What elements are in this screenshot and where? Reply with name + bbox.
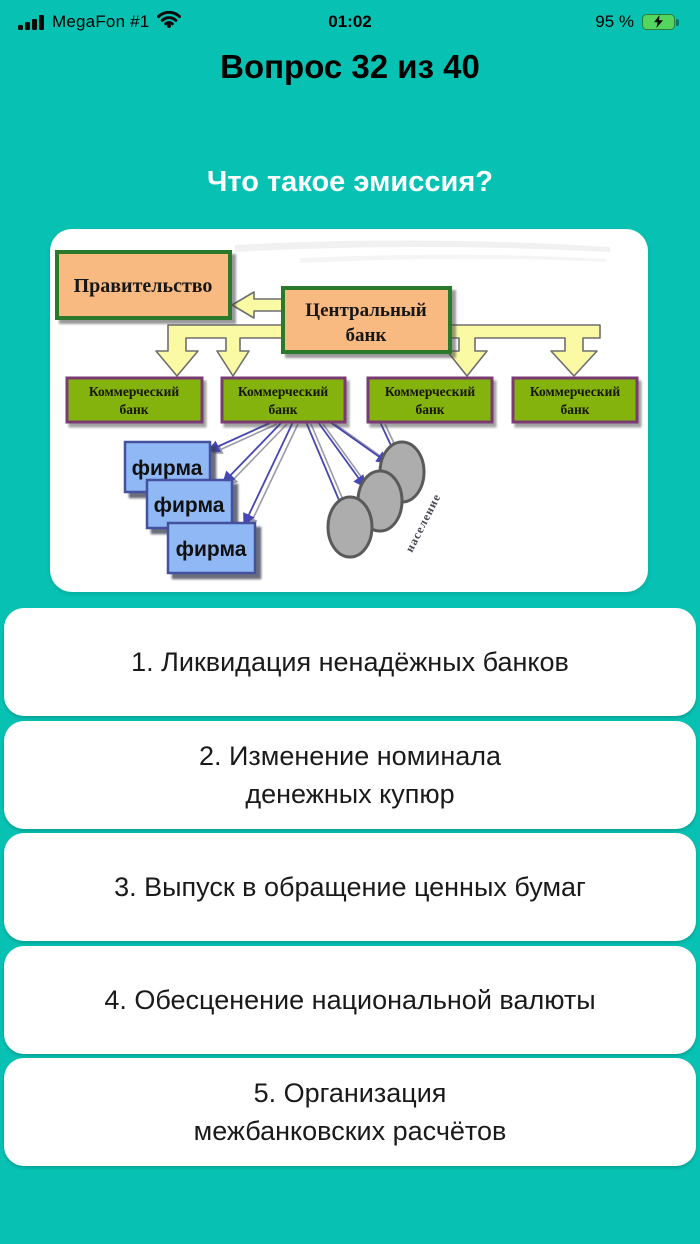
cellular-signal-icon <box>18 14 44 30</box>
commercial-bank-3-line1: Коммерческий <box>385 384 475 399</box>
firm-label-3: фирма <box>176 538 247 561</box>
government-label: Правительство <box>74 275 213 297</box>
answer-option-4[interactable]: 4. Обесценение национальной валюты <box>4 946 696 1054</box>
central-bank-box: Центральный банк <box>281 286 452 354</box>
answer-option-2[interactable]: 2. Изменение номинала денежных купюр <box>4 721 696 829</box>
commercial-bank-3-line2: банк <box>415 402 444 417</box>
commercial-bank-1-line1: Коммерческий <box>89 384 179 399</box>
commercial-bank-box-4: Коммерческий банк <box>511 376 639 424</box>
commercial-bank-1-line2: банк <box>119 402 148 417</box>
question-text: Что такое эмиссия? <box>207 166 493 198</box>
commercial-bank-4-line1: Коммерческий <box>530 384 620 399</box>
firm-label-2: фирма <box>154 494 225 517</box>
answer-option-1-label: 1. Ликвидация ненадёжных банков <box>131 647 569 677</box>
banking-system-diagram: население Правительство Центральный банк… <box>55 240 639 575</box>
population-ellipses <box>326 440 426 559</box>
battery-percent-label: 95 % <box>595 12 634 31</box>
photo-smudge <box>235 240 610 263</box>
commercial-bank-2-line2: банк <box>268 402 297 417</box>
yellow-flow-arrows <box>155 291 601 377</box>
firm-box-3: фирма <box>166 521 257 575</box>
firm-box-2: фирма <box>145 478 234 530</box>
commercial-bank-box-3: Коммерческий банк <box>366 376 494 424</box>
question-image-card: население Правительство Центральный банк… <box>50 229 648 592</box>
commercial-bank-box-2: Коммерческий банк <box>220 376 347 424</box>
central-bank-label-line2: банк <box>346 325 387 346</box>
answer-option-5-label: 5. Организация межбанковских расчётов <box>193 1078 507 1146</box>
answer-option-3-label: 3. Выпуск в обращение ценных бумаг <box>114 872 586 902</box>
answer-option-3[interactable]: 3. Выпуск в обращение ценных бумаг <box>4 833 696 941</box>
answer-option-5[interactable]: 5. Организация межбанковских расчётов <box>4 1058 696 1166</box>
clock: 01:02 <box>328 12 372 31</box>
status-bar: MegaFon #1 01:02 95 % <box>0 0 700 44</box>
commercial-bank-box-1: Коммерческий банк <box>65 376 204 424</box>
carrier-label: MegaFon #1 <box>52 12 150 31</box>
answer-option-1[interactable]: 1. Ликвидация ненадёжных банков <box>4 608 696 716</box>
question-counter: Вопрос 32 из 40 <box>220 48 480 85</box>
commercial-bank-4-line2: банк <box>560 402 589 417</box>
wifi-icon <box>157 10 182 33</box>
commercial-bank-2-line1: Коммерческий <box>238 384 328 399</box>
firm-label-1: фирма <box>132 457 203 480</box>
battery-charging-icon <box>642 13 682 31</box>
central-bank-label-line1: Центральный <box>305 300 426 321</box>
government-box: Правительство <box>55 250 232 320</box>
answer-option-4-label: 4. Обесценение национальной валюты <box>104 985 596 1015</box>
answer-option-2-label: 2. Изменение номинала денежных купюр <box>198 741 502 809</box>
